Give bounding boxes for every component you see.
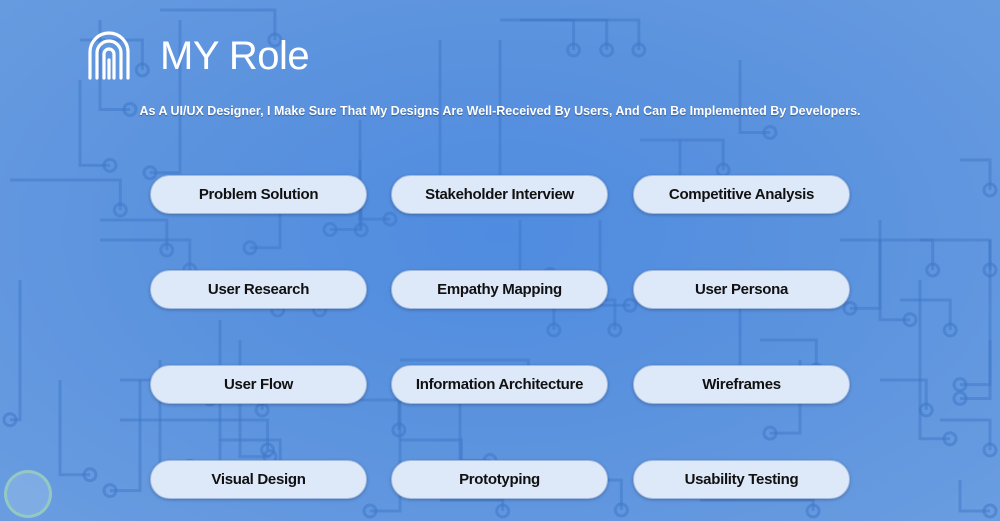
circuit-trace bbox=[78, 80, 110, 167]
circuit-node bbox=[805, 503, 821, 519]
circuit-trace bbox=[370, 400, 402, 513]
circuit-trace bbox=[100, 238, 192, 270]
circuit-node bbox=[82, 467, 98, 483]
page-title: MY Role bbox=[160, 34, 310, 78]
role-pill-user-research[interactable]: User Research bbox=[150, 270, 367, 309]
circuit-trace bbox=[120, 418, 270, 450]
circuit-node bbox=[599, 42, 615, 58]
circuit-trace bbox=[960, 240, 992, 387]
circuit-trace bbox=[100, 218, 169, 250]
fingerprint-icon bbox=[88, 31, 130, 80]
circuit-trace bbox=[878, 220, 910, 322]
circuit-trace bbox=[500, 18, 576, 50]
circuit-node bbox=[982, 262, 998, 278]
circuit-trace bbox=[438, 40, 470, 199]
circuit-node bbox=[353, 222, 369, 238]
circuit-trace bbox=[280, 398, 401, 430]
circuit-node bbox=[159, 242, 175, 258]
circuit-node bbox=[122, 101, 138, 117]
circuit-node bbox=[546, 322, 562, 338]
circuit-node bbox=[622, 297, 638, 313]
circuit-node bbox=[102, 483, 118, 499]
circuit-node bbox=[982, 503, 998, 519]
circuit-trace bbox=[760, 338, 818, 370]
role-pill-visual-design[interactable]: Visual Design bbox=[150, 460, 367, 499]
role-pill-empathy-mapping[interactable]: Empathy Mapping bbox=[391, 270, 608, 309]
circuit-node bbox=[952, 377, 968, 393]
circuit-trace bbox=[10, 280, 22, 422]
circuit-trace bbox=[940, 418, 992, 450]
circuit-node bbox=[762, 124, 778, 140]
circuit-node bbox=[134, 62, 150, 78]
circuit-trace bbox=[880, 378, 928, 410]
circuit-trace bbox=[10, 178, 122, 210]
role-pill-usability-testing[interactable]: Usability Testing bbox=[633, 460, 850, 499]
circuit-node bbox=[607, 322, 623, 338]
circuit-trace bbox=[920, 238, 992, 270]
circuit-node bbox=[918, 402, 934, 418]
circuit-node bbox=[952, 390, 968, 406]
circuit-node bbox=[982, 442, 998, 458]
circuit-node bbox=[902, 312, 918, 328]
circuit-trace bbox=[598, 220, 630, 307]
circuit-trace bbox=[110, 380, 142, 493]
circuit-trace bbox=[160, 8, 277, 40]
circuit-node bbox=[942, 431, 958, 447]
circuit-trace bbox=[238, 380, 270, 459]
circuit-trace bbox=[960, 158, 992, 190]
circuit-node bbox=[102, 157, 118, 173]
circuit-node bbox=[267, 32, 283, 48]
circuit-node bbox=[242, 240, 258, 256]
circuit-node bbox=[322, 222, 338, 238]
role-pill-competitive-analysis[interactable]: Competitive Analysis bbox=[633, 175, 850, 214]
circuit-node bbox=[942, 322, 958, 338]
circuit-trace bbox=[960, 340, 992, 400]
circuit-trace bbox=[518, 220, 550, 276]
shield-watermark-icon bbox=[4, 470, 52, 518]
role-pill-information-architecture[interactable]: Information Architecture bbox=[391, 365, 608, 404]
circuit-node bbox=[566, 42, 582, 58]
circuit-node bbox=[762, 425, 778, 441]
circuit-trace bbox=[150, 20, 182, 175]
circuit-node bbox=[142, 165, 158, 181]
circuit-node bbox=[362, 503, 378, 519]
circuit-trace bbox=[58, 380, 90, 477]
role-pill-problem-solution[interactable]: Problem Solution bbox=[150, 175, 367, 214]
circuit-node bbox=[631, 42, 647, 58]
circuit-trace bbox=[900, 298, 952, 330]
circuit-node bbox=[495, 503, 511, 519]
page-subtitle: As A UI/UX Designer, I Make Sure That My… bbox=[139, 104, 861, 118]
circuit-trace bbox=[738, 60, 770, 134]
circuit-trace bbox=[520, 18, 609, 50]
role-pill-user-flow[interactable]: User Flow bbox=[150, 365, 367, 404]
role-pill-wireframes[interactable]: Wireframes bbox=[633, 365, 850, 404]
role-pill-stakeholder-interview[interactable]: Stakeholder Interview bbox=[391, 175, 608, 214]
circuit-trace bbox=[840, 238, 935, 270]
role-pill-user-persona[interactable]: User Persona bbox=[633, 270, 850, 309]
circuit-trace bbox=[80, 38, 144, 70]
circuit-trace bbox=[850, 240, 882, 310]
circuit-trace bbox=[440, 498, 505, 511]
circuit-trace bbox=[98, 20, 130, 111]
role-pill-prototyping[interactable]: Prototyping bbox=[391, 460, 608, 499]
circuit-node bbox=[112, 202, 128, 218]
circuit-node bbox=[982, 182, 998, 198]
circuit-trace bbox=[640, 138, 725, 170]
circuit-trace bbox=[958, 480, 990, 513]
circuit-node bbox=[613, 502, 629, 518]
circuit-node bbox=[254, 402, 270, 418]
circuit-trace bbox=[918, 280, 950, 441]
circuit-node bbox=[925, 262, 941, 278]
circuit-node bbox=[842, 300, 858, 316]
circuit-trace bbox=[700, 498, 815, 511]
circuit-node bbox=[2, 412, 18, 428]
circuit-node bbox=[382, 211, 398, 227]
